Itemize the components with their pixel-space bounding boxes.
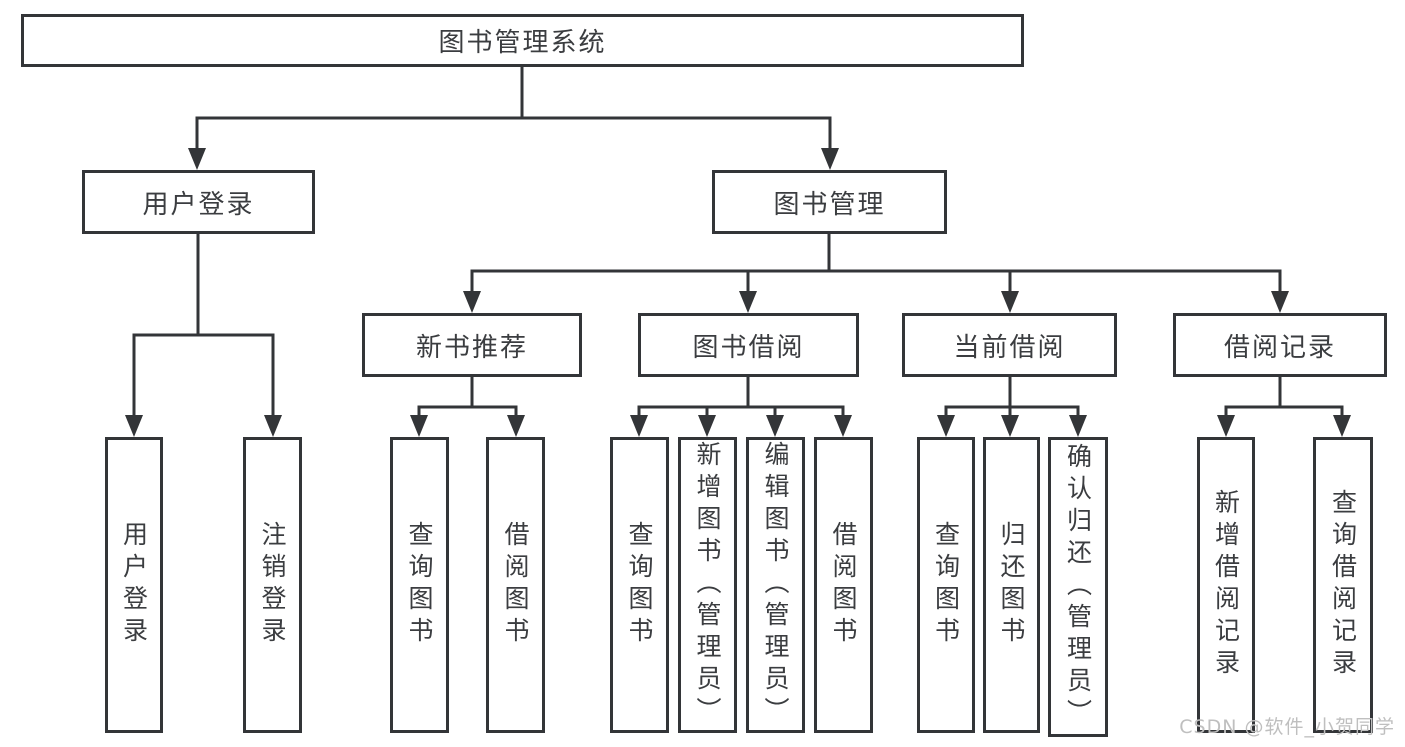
leaf-add-borrow-record: 新增借阅记录 — [1197, 437, 1255, 733]
tree-rails — [132, 65, 1344, 409]
leaf-return-books: 归还图书 — [983, 437, 1040, 733]
leaf-query-books-borrow: 查询图书 — [610, 437, 669, 733]
leaf-edit-book-admin: 编辑图书（管理员） — [746, 437, 805, 733]
node-book-borrowing: 图书借阅 — [638, 313, 859, 377]
node-borrowing-records-label: 借阅记录 — [1223, 332, 1336, 363]
leaf-confirm-return-admin: 确认归还（管理员） — [1048, 437, 1108, 737]
leaf-logout: 注销登录 — [243, 437, 302, 733]
arrow-stems — [132, 118, 1344, 421]
node-root-label: 图书管理系统 — [438, 28, 607, 58]
node-root: 图书管理系统 — [21, 14, 1024, 67]
leaf-query-borrow-record: 查询借阅记录 — [1313, 437, 1373, 733]
node-book-borrowing-label: 图书借阅 — [692, 332, 805, 363]
csdn-watermark: CSDN @软件_小贺同学 — [1179, 716, 1395, 738]
leaf-add-book-admin: 新增图书（管理员） — [678, 437, 737, 733]
node-user-login: 用户登录 — [82, 170, 315, 234]
node-user-login-label: 用户登录 — [142, 189, 255, 220]
leaf-user-login: 用户登录 — [105, 437, 163, 733]
leaf-query-books-recommend: 查询图书 — [390, 437, 449, 733]
node-current-borrowing-label: 当前借阅 — [953, 332, 1066, 363]
node-new-book-recommend: 新书推荐 — [362, 313, 582, 377]
node-book-management-label: 图书管理 — [773, 189, 886, 220]
node-new-book-recommend-label: 新书推荐 — [415, 332, 528, 363]
node-book-management: 图书管理 — [712, 170, 947, 234]
leaf-borrow-books-recommend: 借阅图书 — [486, 437, 545, 733]
leaf-query-books-current: 查询图书 — [917, 437, 975, 733]
node-current-borrowing: 当前借阅 — [902, 313, 1117, 377]
leaf-borrow-books: 借阅图书 — [814, 437, 873, 733]
node-borrowing-records: 借阅记录 — [1173, 313, 1387, 377]
